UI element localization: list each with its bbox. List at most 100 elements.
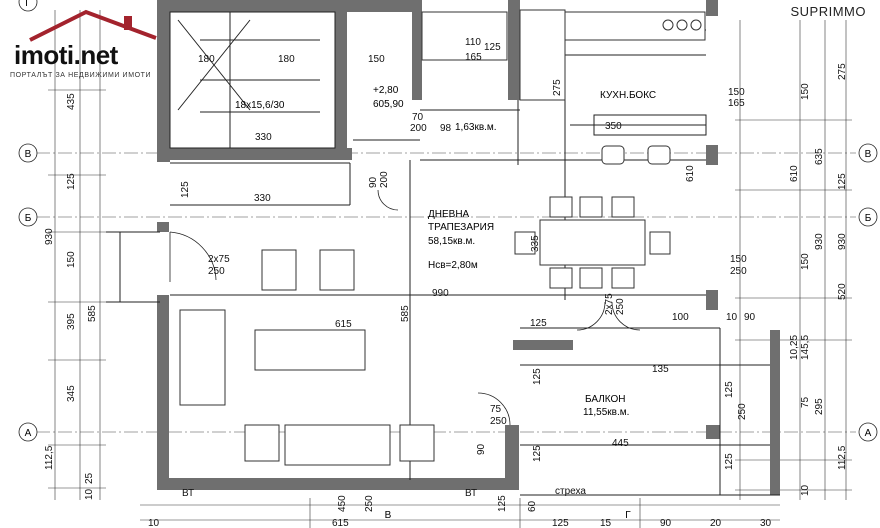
- balcony-name: БАЛКОН: [585, 394, 626, 405]
- living-height: Нсв=2,80м: [428, 260, 478, 271]
- dim-label: 450: [337, 495, 348, 512]
- dim-label: 150: [66, 251, 77, 268]
- axis-circles: [18, 0, 878, 442]
- dim-label: 165: [728, 98, 745, 109]
- dim-label: 150: [728, 87, 745, 98]
- dim-label: 10,25: [789, 335, 800, 360]
- dim-label: 10: [148, 518, 160, 528]
- axis-label-left-g: Г: [25, 0, 31, 9]
- house-roof-icon: [29, 9, 157, 42]
- dim-label: 395: [66, 313, 77, 330]
- dim-label: 615: [335, 319, 352, 330]
- living-furniture: [179, 249, 435, 466]
- bottom-dimension-lines: [140, 498, 780, 528]
- dim-label: 15: [600, 518, 612, 528]
- dim-label: 10: [84, 488, 95, 500]
- dim-label: 90: [368, 176, 379, 188]
- dim-label: 125: [530, 318, 547, 329]
- axis-label-right-b: Б: [865, 213, 872, 224]
- dim-label: 610: [789, 165, 800, 182]
- dim-label: 350: [605, 121, 622, 132]
- axis-label-left-a: А: [25, 428, 32, 439]
- dim-label: 165: [465, 52, 482, 63]
- dim-label: 125: [724, 453, 735, 470]
- level-abs-label: 605,90: [373, 99, 404, 110]
- dim-label: 585: [87, 305, 98, 322]
- dim-label: 150: [800, 253, 811, 270]
- dim-label: 615: [332, 518, 349, 528]
- dim-label: 990: [432, 288, 449, 299]
- dim-label: 520: [837, 283, 848, 300]
- dim-label: 2х75: [604, 293, 615, 315]
- dim-label: 135: [652, 364, 669, 375]
- axis-label-left-b: Б: [25, 213, 32, 224]
- dim-label: 250: [730, 266, 747, 277]
- balcony-area: 11,55кв.м.: [583, 407, 629, 418]
- dim-label: 90: [476, 443, 487, 455]
- dim-label: 125: [552, 518, 569, 528]
- door-swings: [169, 189, 641, 426]
- left-dimension-lines: [48, 10, 106, 500]
- dim-label: 145,5: [800, 335, 811, 360]
- kitchen-label: КУХН.БОКС: [600, 90, 656, 101]
- dim-label: 125: [180, 181, 191, 198]
- dim-label: 335: [530, 235, 541, 252]
- dim-label: 125: [724, 381, 735, 398]
- dim-label: 2х75: [208, 254, 230, 265]
- dim-label: 930: [44, 228, 55, 245]
- dim-label: 180: [198, 54, 215, 65]
- dim-label: 110: [465, 37, 481, 48]
- dim-label: 60: [527, 500, 538, 512]
- wc-area-label: 1,63кв.м.: [455, 122, 497, 133]
- dim-label: 930: [837, 233, 848, 250]
- dim-label: 70: [412, 112, 424, 123]
- dim-label: 75: [490, 404, 502, 415]
- dim-label: 295: [814, 398, 825, 415]
- walls: [157, 0, 780, 495]
- dim-label: 345: [66, 385, 77, 402]
- dim-label: 10: [800, 484, 811, 496]
- kitchen-counter: [421, 9, 706, 101]
- dim-label: 150: [368, 54, 385, 65]
- axis-label-left-v: В: [25, 149, 32, 160]
- dim-label: 25: [84, 472, 95, 484]
- dim-label: 30: [760, 518, 772, 528]
- living-area: 58,15кв.м.: [428, 236, 475, 247]
- axis-label-right-a: А: [865, 428, 872, 439]
- eave-label: стреха: [555, 486, 586, 497]
- dim-label: 112,5: [837, 445, 848, 470]
- dim-label: 125: [532, 445, 543, 462]
- dim-label: 435: [66, 93, 77, 110]
- dim-label: 610: [685, 165, 696, 182]
- dim-label: 330: [255, 132, 272, 143]
- dim-label: 150: [730, 254, 747, 265]
- imoti-logo[interactable]: imoti.net ПОРТАЛЪТ ЗА НЕДВИЖИМИ ИМОТИ: [6, 6, 166, 84]
- right-dimension-lines: [735, 20, 852, 500]
- dim-label: 275: [552, 79, 563, 96]
- dim-label: 125: [497, 495, 508, 512]
- dim-label: 90: [660, 518, 672, 528]
- living-name-1: ДНЕВНА: [428, 209, 470, 220]
- pillars: [509, 148, 718, 446]
- interior-lines: [106, 10, 780, 496]
- axis-label-bottom-g: Г: [625, 510, 631, 521]
- dim-label: 20: [710, 518, 722, 528]
- dim-label: 100: [672, 312, 689, 323]
- dim-label: 445: [612, 438, 629, 449]
- stair-label: 18х15,6/30: [235, 100, 285, 111]
- dim-label: 112,5: [44, 445, 55, 470]
- dim-label: 275: [837, 63, 848, 80]
- dim-label: 635: [814, 148, 825, 165]
- dim-label: 125: [66, 173, 77, 190]
- dim-label: 250: [208, 266, 225, 277]
- dim-label: 125: [532, 368, 543, 385]
- level-label: +2,80: [373, 85, 399, 96]
- dim-label: 330: [254, 193, 271, 204]
- logo-name: imoti.net: [14, 40, 118, 70]
- dim-label: 75: [800, 396, 811, 408]
- living-name-2: ТРАПЕЗАРИЯ: [428, 222, 494, 233]
- dim-label: 930: [814, 233, 825, 250]
- dim-label: 200: [410, 123, 427, 134]
- dim-label: 125: [837, 173, 848, 190]
